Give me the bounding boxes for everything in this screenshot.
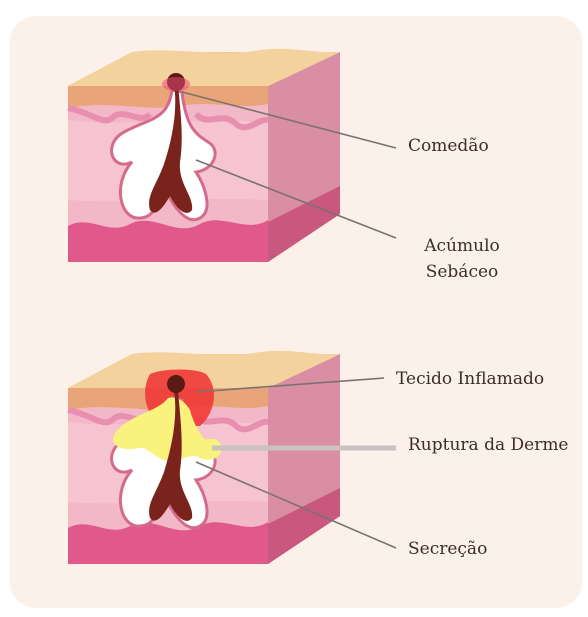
label-inflamed-tissue: Tecido Inflamado <box>396 366 544 392</box>
label-dermis-rupture: Ruptura da Derme <box>408 432 569 458</box>
label-comedo: Comedão <box>408 133 489 159</box>
inflamed-skin-block <box>68 351 340 564</box>
comedo-skin-block <box>68 49 340 262</box>
label-sebum-accumulation: Acúmulo Sebáceo <box>402 233 522 285</box>
label-secretion: Secreção <box>408 536 487 562</box>
comedo-plug <box>167 375 185 393</box>
label-sebum-text: Acúmulo Sebáceo <box>424 236 500 282</box>
